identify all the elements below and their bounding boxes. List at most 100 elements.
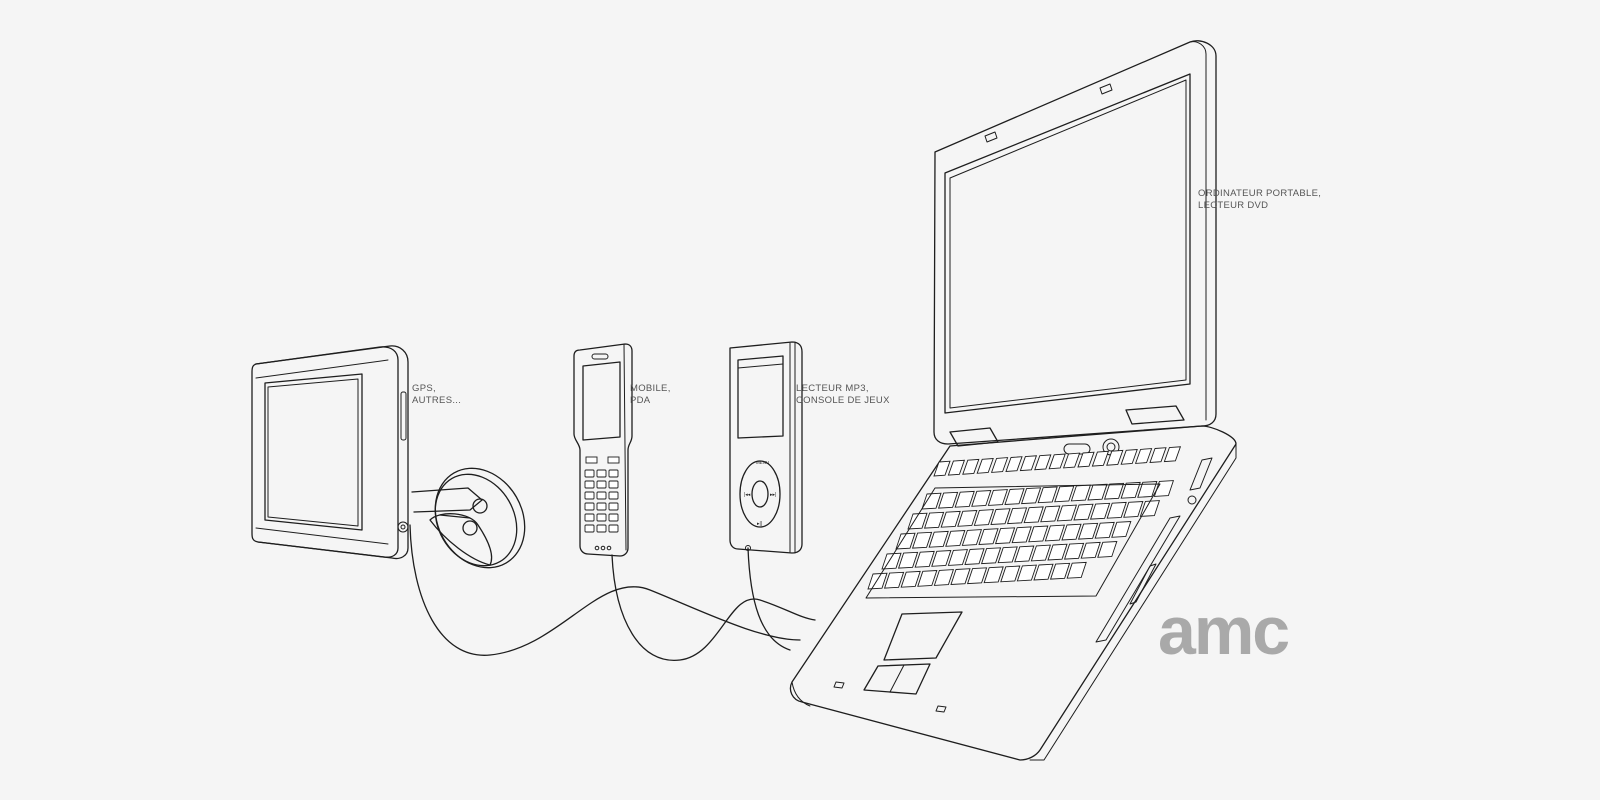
laptop-key bbox=[1094, 521, 1115, 539]
laptop-key bbox=[1004, 488, 1025, 505]
laptop-key bbox=[947, 549, 969, 566]
laptop-key bbox=[937, 491, 959, 509]
laptop-key bbox=[1005, 456, 1023, 472]
laptop-key bbox=[1123, 501, 1144, 518]
mobile-key bbox=[596, 524, 607, 533]
mobile-cable bbox=[611, 554, 816, 661]
laptop-key bbox=[923, 511, 945, 529]
laptop-key bbox=[980, 547, 1002, 565]
gps-device bbox=[251, 345, 526, 569]
amc-logo-text: amc bbox=[1158, 593, 1288, 669]
laptop-key bbox=[957, 510, 978, 527]
mp3-device: MENU |◂◂ ▸▸| ▸|| bbox=[729, 341, 803, 554]
mobile-key bbox=[584, 491, 595, 500]
laptop-key bbox=[1028, 525, 1049, 543]
laptop-key bbox=[900, 570, 921, 588]
mobile-key bbox=[596, 480, 607, 489]
laptop-key bbox=[945, 530, 966, 547]
mobile-soft-key bbox=[607, 456, 620, 464]
gps-cable bbox=[409, 524, 801, 656]
label-mp3-line-2: CONSOLE DE JEUX bbox=[796, 395, 890, 406]
mobile-key bbox=[608, 469, 619, 478]
laptop-key bbox=[954, 490, 975, 508]
laptop-key bbox=[1087, 483, 1108, 501]
gps-screen bbox=[264, 373, 363, 531]
laptop-key bbox=[914, 550, 935, 568]
laptop-key bbox=[1016, 564, 1038, 582]
laptop-key bbox=[1047, 543, 1068, 561]
mobile-key bbox=[608, 513, 619, 522]
laptop-key bbox=[1149, 447, 1167, 463]
laptop-key bbox=[961, 529, 983, 546]
label-mp3-line-1: LECTEUR MP3, bbox=[796, 383, 869, 394]
laptop-key bbox=[1011, 526, 1032, 544]
laptop-key bbox=[1037, 486, 1058, 504]
label-laptop-line-2: LECTEUR DVD bbox=[1198, 200, 1269, 211]
laptop-key bbox=[931, 550, 952, 567]
mp3-cable bbox=[747, 547, 791, 651]
laptop-trackpad-buttons bbox=[863, 663, 931, 695]
laptop-key bbox=[1073, 503, 1094, 521]
laptop-key bbox=[897, 551, 919, 569]
gps-suction-mount bbox=[411, 467, 526, 569]
mobile-device bbox=[573, 343, 633, 557]
laptop-key bbox=[1056, 504, 1078, 522]
mobile-key bbox=[608, 502, 619, 511]
mobile-key bbox=[608, 524, 619, 533]
laptop-key bbox=[978, 528, 999, 545]
laptop-key bbox=[1097, 541, 1118, 558]
label-gps-line-1: GPS, bbox=[412, 383, 436, 394]
laptop-key bbox=[895, 532, 916, 550]
laptop-key bbox=[1120, 481, 1141, 499]
laptop-key bbox=[950, 568, 971, 585]
laptop-key bbox=[867, 572, 888, 590]
laptop-key bbox=[933, 460, 951, 477]
mobile-key bbox=[584, 480, 595, 489]
laptop-key bbox=[964, 548, 985, 565]
click-wheel bbox=[739, 460, 781, 528]
label-mobile-line-2: PDA bbox=[630, 395, 651, 406]
laptop-key bbox=[966, 567, 988, 585]
laptop-key bbox=[1019, 455, 1038, 472]
svg-text:▸||: ▸|| bbox=[757, 521, 762, 527]
mobile-key bbox=[584, 524, 595, 533]
label-mobile-line-1: MOBILE, bbox=[630, 383, 671, 394]
laptop-key bbox=[1106, 501, 1127, 519]
laptop-key bbox=[962, 458, 980, 475]
laptop-key bbox=[921, 492, 942, 510]
laptop-key bbox=[973, 509, 995, 526]
label-mobile: MOBILE, PDA bbox=[630, 383, 671, 407]
laptop-key bbox=[1014, 545, 1035, 563]
mobile-key bbox=[596, 502, 607, 511]
laptop-key bbox=[911, 531, 933, 549]
label-gps-line-2: AUTRES... bbox=[412, 395, 462, 406]
laptop-key bbox=[1023, 506, 1044, 524]
laptop-key bbox=[990, 508, 1011, 525]
mp3-screen bbox=[737, 355, 784, 439]
laptop-device bbox=[789, 40, 1237, 761]
laptop-key bbox=[1103, 482, 1125, 500]
laptop-key bbox=[940, 510, 961, 528]
mobile-soft-key bbox=[585, 456, 598, 464]
svg-text:▸▸|: ▸▸| bbox=[770, 492, 776, 498]
laptop-key bbox=[1089, 502, 1111, 520]
laptop-key bbox=[1120, 449, 1138, 465]
laptop-key bbox=[947, 459, 966, 476]
laptop-key bbox=[1077, 451, 1095, 468]
laptop-key bbox=[994, 527, 1016, 545]
mobile-screen bbox=[582, 361, 621, 441]
laptop-key bbox=[990, 457, 1009, 473]
laptop-key bbox=[1066, 561, 1087, 579]
laptop-key bbox=[1020, 487, 1042, 505]
laptop-key bbox=[1106, 449, 1124, 466]
laptop-key bbox=[971, 490, 992, 507]
mobile-key bbox=[584, 513, 595, 522]
laptop-key bbox=[1134, 448, 1153, 464]
mobile-key bbox=[596, 469, 607, 478]
laptop-key bbox=[907, 512, 928, 530]
laptop-key bbox=[1030, 544, 1052, 562]
laptop-key bbox=[1139, 500, 1161, 517]
mobile-key bbox=[584, 502, 595, 511]
laptop-key bbox=[1033, 563, 1054, 581]
